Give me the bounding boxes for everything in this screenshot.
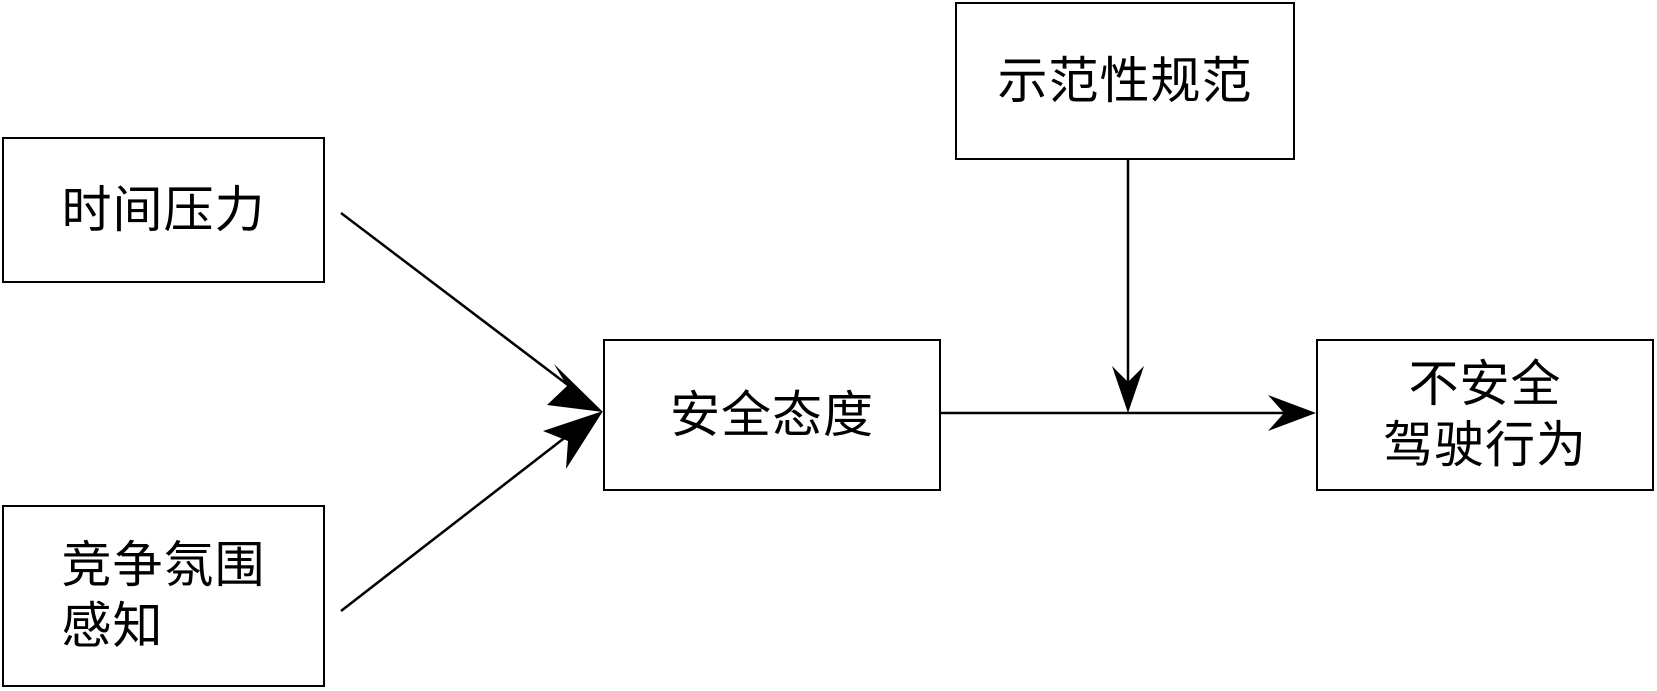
node-time-pressure: 时间压力 bbox=[2, 137, 325, 283]
node-unsafe-behavior-line-2: 驾驶行为 bbox=[1383, 416, 1587, 474]
node-competition-perception: 竞争氛围 感知 bbox=[2, 505, 325, 687]
node-competition-line-2: 感知 bbox=[61, 597, 164, 655]
node-unsafe-driving-behavior: 不安全 驾驶行为 bbox=[1316, 339, 1654, 491]
arrowhead-competition bbox=[543, 411, 603, 469]
node-safety-attitude: 安全态度 bbox=[603, 339, 941, 491]
node-unsafe-behavior-line-1: 不安全 bbox=[1408, 355, 1562, 413]
node-competition-line-1: 竞争氛围 bbox=[61, 536, 266, 594]
node-time-pressure-label: 时间压力 bbox=[61, 180, 266, 239]
edge-competition-to-attitude bbox=[340, 421, 586, 612]
node-safety-attitude-label: 安全态度 bbox=[670, 385, 874, 444]
node-demonstrative-norms-label: 示范性规范 bbox=[997, 51, 1253, 110]
arrowhead-behavior bbox=[1268, 395, 1316, 431]
arrowhead-time bbox=[547, 364, 603, 412]
node-demonstrative-norms: 示范性规范 bbox=[955, 2, 1295, 160]
edge-time-to-attitude bbox=[340, 212, 586, 399]
arrowhead-norms bbox=[1112, 366, 1144, 413]
